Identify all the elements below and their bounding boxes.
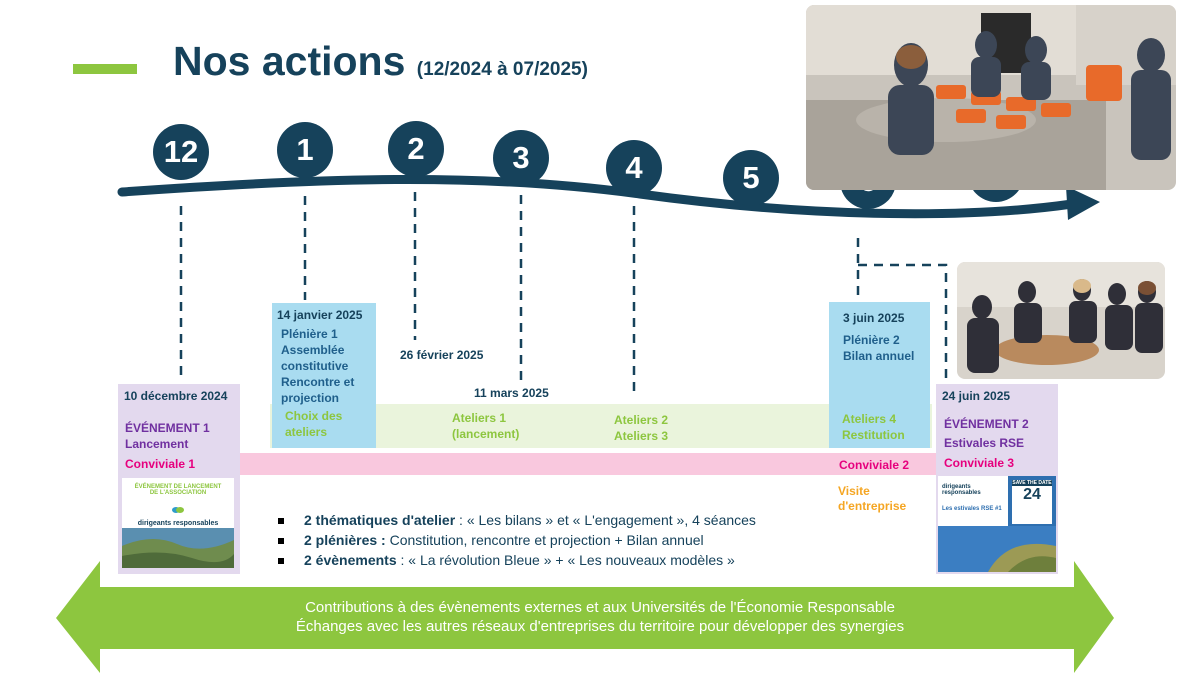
workshop-photo xyxy=(806,5,1176,190)
title-accent-bar xyxy=(73,64,137,74)
milestone-3: 3 xyxy=(493,130,549,186)
date-jun24: 24 juin 2025 xyxy=(942,389,1011,403)
bottom-double-arrow xyxy=(56,561,1114,673)
pleniere1-box xyxy=(272,303,376,448)
summary-bullets: 2 thématiques d'atelier : « Les bilans »… xyxy=(278,510,756,570)
atelier-1: Ateliers 1(lancement) xyxy=(452,411,520,441)
pleniere2-box xyxy=(829,302,930,448)
page-title: Nos actions (12/2024 à 07/2025) xyxy=(173,38,588,84)
conviviale-3: Conviviale 3 xyxy=(944,456,1015,470)
timeline-arrow-head xyxy=(1066,186,1100,220)
poster-lancement: ÉVÉNEMENT DE LANCEMENT DE L'ASSOCIATION … xyxy=(122,478,234,568)
milestone-1: 1 xyxy=(277,122,333,178)
milestone-2: 2 xyxy=(388,121,444,177)
connector-jun24 xyxy=(858,263,948,382)
leaf-icon xyxy=(172,507,184,513)
bottom-arrow-text: Contributions à des évènements externes … xyxy=(295,599,905,635)
date-jan: 14 janvier 2025 xyxy=(277,308,363,322)
conviviale-1: Conviviale 1 xyxy=(125,457,196,471)
date-feb: 26 février 2025 xyxy=(400,348,484,362)
conviviale-2: Conviviale 2 xyxy=(839,458,910,472)
bullet-ateliers: 2 thématiques d'atelier : « Les bilans »… xyxy=(278,510,756,530)
milestone-5: 5 xyxy=(723,150,779,206)
date-mar: 11 mars 2025 xyxy=(474,386,549,400)
milestone-4: 4 xyxy=(606,140,662,196)
meeting-photo xyxy=(957,262,1165,379)
poster-estivales: dirigeants responsables Les estivales RS… xyxy=(938,476,1056,572)
milestone-12: 12 xyxy=(153,124,209,180)
date-dec: 10 décembre 2024 xyxy=(124,389,228,403)
bullet-evenements: 2 évènements : « La révolution Bleue » +… xyxy=(278,550,756,570)
conviviales-band xyxy=(118,453,1058,475)
date-jun3: 3 juin 2025 xyxy=(843,311,905,325)
ateliers-band xyxy=(270,404,932,448)
bullet-plenieres: 2 plénières : Constitution, rencontre et… xyxy=(278,530,756,550)
